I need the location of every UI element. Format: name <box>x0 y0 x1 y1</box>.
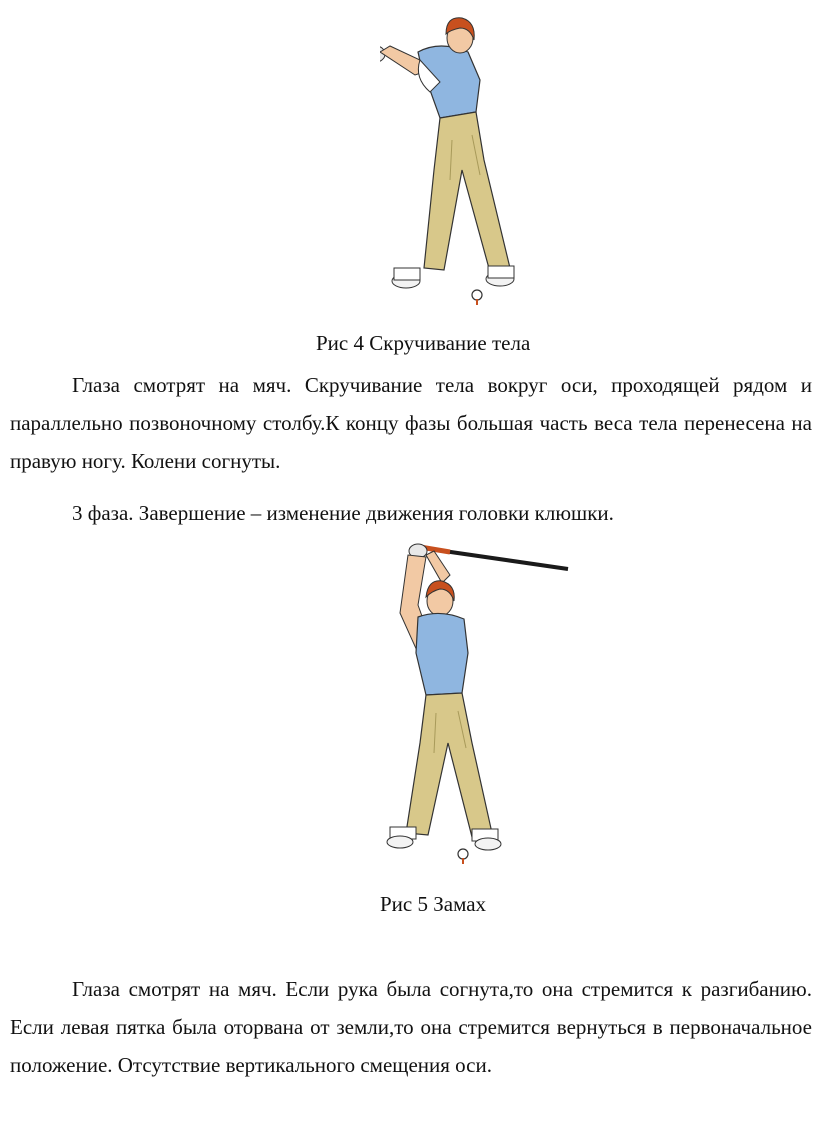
golfer-backswing-illustration <box>386 543 569 864</box>
golfer-twist-illustration <box>380 17 515 305</box>
figure-5-caption: Рис 5 Замах <box>380 892 487 916</box>
paragraph-body-twist: Глаза смотрят на мяч. Скручивание тела в… <box>10 373 812 473</box>
paragraph-body-backswing: Глаза смотрят на мяч. Если рука была сог… <box>10 977 812 1077</box>
paragraph-phase-3: 3 фаза. Завершение – изменение движения … <box>72 501 614 525</box>
figure-4-caption: Рис 4 Скручивание тела <box>316 331 531 355</box>
